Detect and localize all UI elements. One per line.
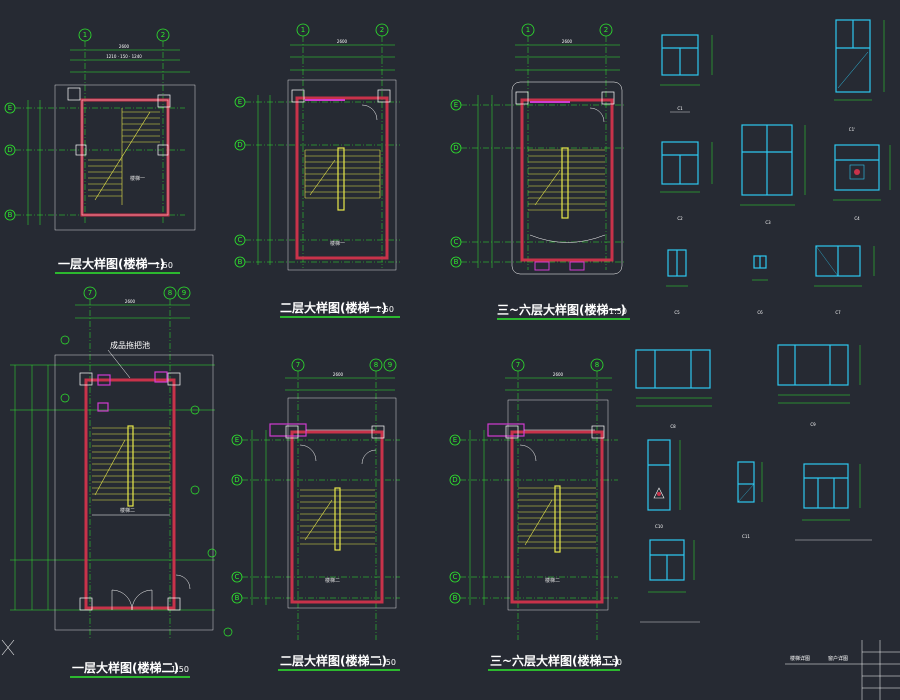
window-tag: C4 (854, 216, 860, 221)
plan-scale: 1:50 (378, 658, 396, 667)
window-tag: C1 (677, 106, 683, 111)
svg-text:楼梯二: 楼梯二 (120, 507, 135, 514)
svg-text:2600: 2600 (562, 39, 573, 44)
plan-title: 二层大样图(楼梯一) (280, 300, 387, 315)
title-block-left-label: 楼梯详图 (790, 655, 810, 662)
axis-label: 7 (88, 289, 92, 297)
plan-scale: 1:50 (604, 658, 622, 667)
window-tag: C2 (677, 216, 683, 221)
axis-label: 8 (168, 289, 172, 297)
window-tag: C10 (655, 524, 663, 529)
svg-text:楼梯一: 楼梯一 (130, 175, 145, 182)
axis-label: C (235, 573, 240, 581)
svg-text:2600: 2600 (553, 372, 564, 377)
plan-1-1: 1 2 2600 1210 · 150 · 1240 E D B (4, 28, 196, 274)
svg-text:2600: 2600 (333, 372, 344, 377)
axis-label: 7 (296, 361, 300, 369)
title-block: 楼梯详图 窗户详图 (785, 640, 900, 700)
plan-title: 一层大样图(楼梯一) (58, 256, 165, 271)
svg-text:楼梯二: 楼梯二 (545, 577, 560, 584)
svg-text:2600: 2600 (337, 39, 348, 44)
annotation-note: 成品拖把池 (110, 340, 150, 350)
window-tag: C11 (742, 534, 750, 539)
axis-label: 9 (182, 289, 186, 297)
axis-label: 1 (526, 26, 530, 34)
stair-treads (88, 108, 160, 205)
window-tag: C7 (835, 310, 841, 315)
axis-label: E (238, 98, 242, 106)
axis-label: C (453, 573, 458, 581)
plan-scale: 1:50 (171, 665, 189, 674)
window-tag: C5 (674, 310, 680, 315)
plan-scale: 1:50 (376, 305, 394, 314)
plan-1-2: 1 2 2600 E D C B (234, 23, 400, 318)
axis-label: E (235, 436, 239, 444)
plan-scale: 1:50 (609, 307, 627, 316)
axis-label: D (234, 476, 239, 484)
window-details: C1 C1' C2 C3 C4 C5 (635, 19, 891, 623)
axis-label: 7 (516, 361, 520, 369)
axis-label: 2 (380, 26, 384, 34)
axis-label: B (238, 258, 243, 266)
plan-2-3: 7 8 2600 E D C B (449, 358, 622, 671)
title-block-right-label: 窗户详图 (828, 655, 848, 662)
plan-title: 三~六层大样图(楼梯一) (497, 302, 626, 317)
axis-label: C (238, 236, 243, 244)
plan-title: 二层大样图(楼梯二) (280, 653, 387, 668)
axis-label: E (454, 101, 458, 109)
axis-label: D (237, 141, 242, 149)
plan-1-3: 1 2 2600 E D C B (450, 23, 630, 320)
plan-title: 三~六层大样图(楼梯二) (490, 653, 619, 668)
window-tag: C3 (765, 220, 771, 225)
axis-label: D (453, 144, 458, 152)
svg-text:1210 · 150 · 1240: 1210 · 150 · 1240 (106, 54, 142, 59)
plan-2-2: 7 8 9 2600 E D C B (231, 358, 400, 671)
window-tag: C1' (849, 127, 855, 132)
plan-title: 一层大样图(楼梯二) (72, 660, 179, 675)
plan-scale: 1:50 (155, 261, 173, 270)
window-tag: C8 (670, 424, 676, 429)
axis-label: C (454, 238, 459, 246)
axis-label: D (452, 476, 457, 484)
svg-text:2600: 2600 (119, 44, 130, 49)
plan-2-1: 7 8 9 2600 成品拖把池 (1, 286, 233, 678)
window-tag: C6 (757, 310, 763, 315)
axis-label: E (453, 436, 457, 444)
axis-label: 2 (604, 26, 608, 34)
svg-text:楼梯一: 楼梯一 (330, 240, 345, 247)
axis-label: B (8, 211, 13, 219)
mop-sink (97, 374, 111, 386)
axis-label: B (235, 594, 240, 602)
axis-label: E (8, 104, 12, 112)
axis-label: D (7, 146, 12, 154)
svg-text:楼梯二: 楼梯二 (325, 577, 340, 584)
svg-text:2600: 2600 (125, 299, 136, 304)
axis-label: 8 (374, 361, 378, 369)
axis-label: B (453, 594, 458, 602)
axis-label: 2 (161, 31, 165, 39)
axis-label: 1 (83, 31, 87, 39)
axis-label: B (454, 258, 459, 266)
axis-label: 1 (301, 26, 305, 34)
window-tag: C9 (810, 422, 816, 427)
axis-label: 9 (388, 361, 392, 369)
axis-label: 8 (595, 361, 599, 369)
